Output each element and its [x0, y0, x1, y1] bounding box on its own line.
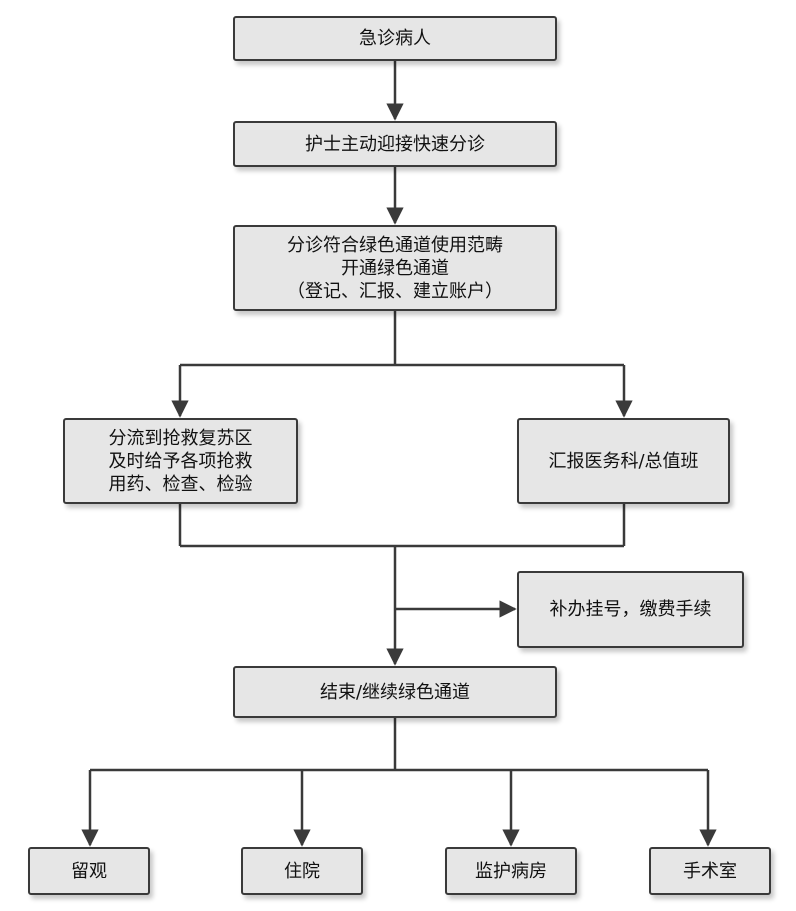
- node-text: 监护病房: [475, 860, 547, 882]
- node-text-line-2: 开通绿色通道: [341, 257, 449, 279]
- node-rescue-area: 分流到抢救复苏区 及时给予各项抢救 用药、检查、检验: [63, 418, 298, 504]
- node-text: 汇报医务科/总值班: [548, 450, 699, 472]
- node-nurse-triage: 护士主动迎接快速分诊: [233, 121, 557, 167]
- node-hospitalization: 住院: [241, 847, 363, 895]
- node-text: 急诊病人: [359, 28, 431, 49]
- node-text-line-2: 及时给予各项抢救: [108, 450, 253, 472]
- node-report-medical-affairs: 汇报医务科/总值班: [517, 418, 730, 504]
- node-operating-room: 手术室: [649, 847, 771, 895]
- node-text: 留观: [71, 860, 107, 882]
- node-emergency-patient: 急诊病人: [233, 16, 557, 61]
- node-observation: 留观: [28, 847, 150, 895]
- node-text: 手术室: [683, 860, 737, 882]
- node-text-line-3: （登记、汇报、建立账户）: [287, 280, 503, 302]
- node-end-or-continue: 结束/继续绿色通道: [233, 666, 557, 718]
- node-text-line-1: 分诊符合绿色通道使用范畴: [287, 234, 503, 256]
- node-text-line-1: 分流到抢救复苏区: [108, 427, 253, 449]
- node-text: 住院: [284, 860, 320, 882]
- node-open-green-channel: 分诊符合绿色通道使用范畴 开通绿色通道 （登记、汇报、建立账户）: [233, 225, 557, 311]
- node-icu: 监护病房: [445, 847, 577, 895]
- node-text: 补办挂号，缴费手续: [549, 599, 712, 620]
- node-text-line-3: 用药、检查、检验: [108, 473, 253, 495]
- node-text: 结束/继续绿色通道: [319, 681, 471, 703]
- node-registration-payment: 补办挂号，缴费手续: [517, 571, 744, 648]
- node-text: 护士主动迎接快速分诊: [305, 133, 485, 155]
